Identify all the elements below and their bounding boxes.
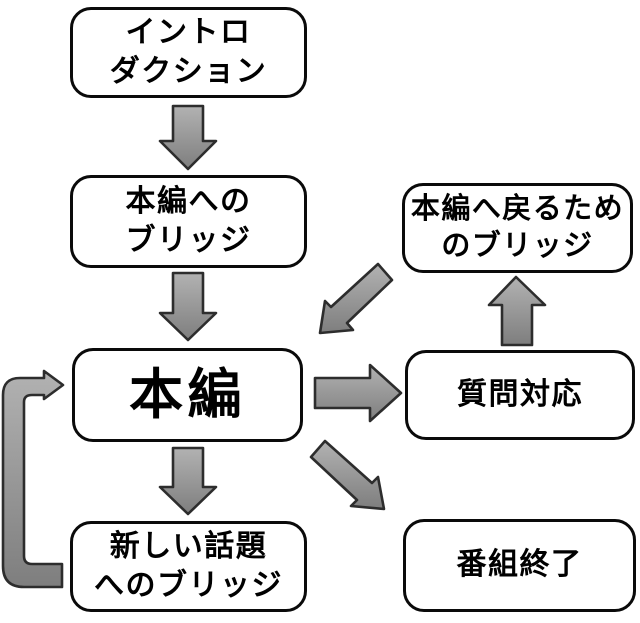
arrow-main-to-qa-icon [313,363,403,423]
node-label: ダクション [109,54,268,88]
node-bridge-to-new-topic: 新しい話題 へのブリッジ [70,521,307,612]
node-label: 本編へ戻るため [410,193,625,226]
node-label: イントロ [125,16,252,50]
arrow-bridgeback-to-main-icon [318,262,394,335]
node-label: 番組終了 [456,548,583,582]
node-bridge-back-to-main: 本編へ戻るため のブリッジ [402,183,633,273]
node-label: 本編への [125,185,252,219]
arrow-intro-to-bridgemain-icon [158,104,218,171]
node-introduction: イントロ ダクション [70,7,307,98]
arrow-qa-to-bridgeback-icon [487,275,547,347]
node-label: ブリッジ [125,223,252,257]
node-label: のブリッジ [441,230,594,262]
arrow-newtopic-loop-to-main-icon [1,369,65,589]
node-main-program: 本編 [72,348,303,442]
arrow-main-to-end-icon [309,439,386,511]
node-bridge-to-main: 本編への ブリッジ [70,175,307,268]
node-label: へのブリッジ [94,568,283,602]
node-label: 新しい話題 [109,530,268,564]
arrow-main-to-newtopic-icon [158,446,218,516]
node-question-handling: 質問対応 [405,350,635,440]
arrow-bridgemain-to-main-icon [158,271,218,342]
node-label: 質問対応 [457,377,583,411]
node-program-end: 番組終了 [403,519,636,612]
node-label: 本編 [129,364,246,425]
